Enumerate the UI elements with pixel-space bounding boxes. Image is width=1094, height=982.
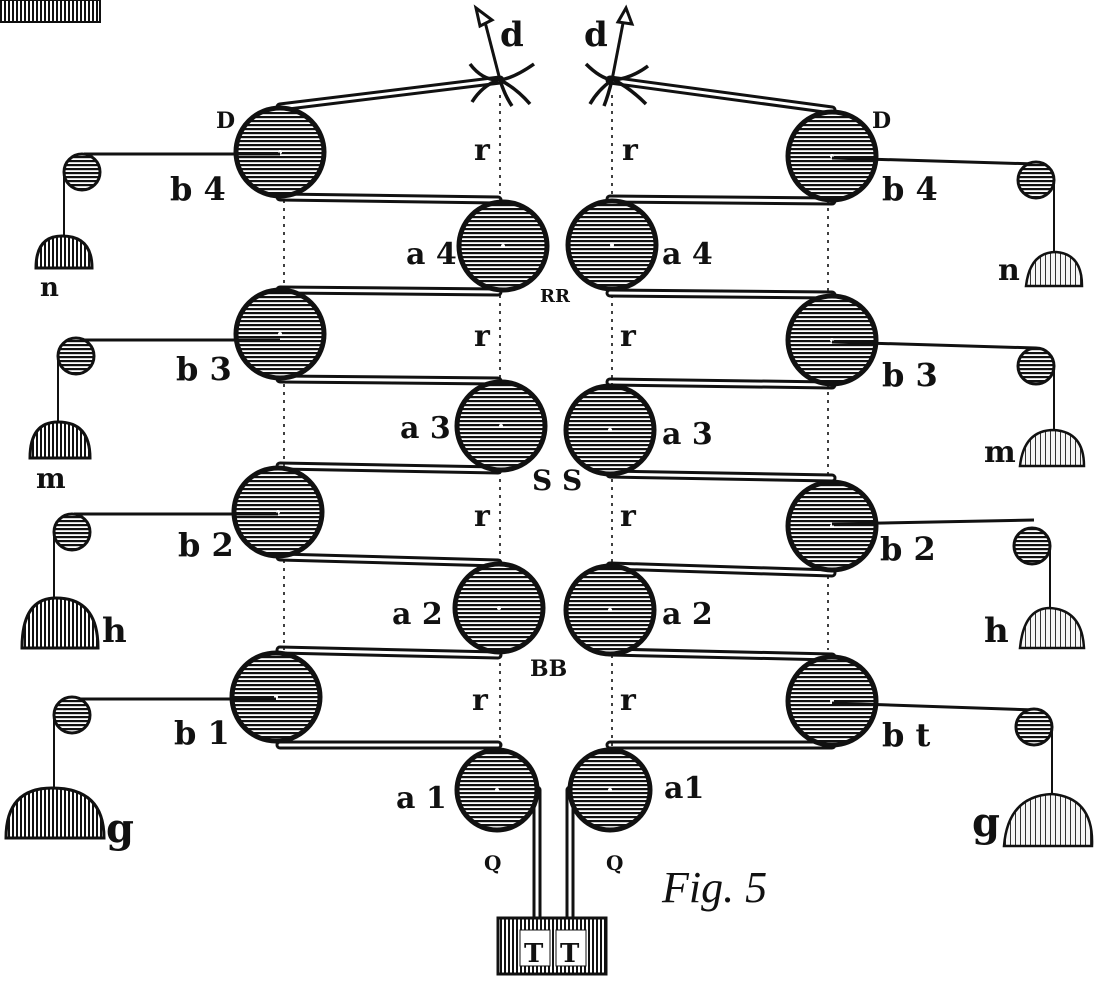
weight-m-left <box>28 420 92 460</box>
label-b2-left: b 2 <box>178 526 234 564</box>
label-r: r <box>474 133 491 168</box>
label-h-left: h <box>102 611 127 651</box>
arrow-d-right <box>610 4 635 81</box>
base-block <box>496 916 608 976</box>
label-g-left: g <box>106 805 134 852</box>
label-n-left: n <box>40 273 59 303</box>
cord-right <box>565 75 837 925</box>
label-n-right: n <box>998 253 1020 288</box>
axle-rods <box>72 152 1037 712</box>
label-m-left: m <box>36 462 66 495</box>
label-a2-right: a 2 <box>662 597 713 632</box>
label-D-right: D <box>872 108 891 134</box>
weight-n-right <box>1024 250 1084 288</box>
label-b1-right: b t <box>882 716 931 754</box>
label-T-left: T <box>524 939 544 969</box>
weight-strings <box>53 172 1055 795</box>
label-d-right: d <box>584 15 608 55</box>
weights-left <box>4 234 106 840</box>
label-r: r <box>474 499 491 534</box>
label-Q-right: Q <box>606 851 623 875</box>
small-pulley-m-right <box>1016 346 1056 386</box>
label-T-right: T <box>560 939 580 969</box>
weight-h-left <box>20 596 100 650</box>
label-b4-right: b 4 <box>882 170 938 208</box>
small-pulley-h-left <box>52 512 92 552</box>
pulleys-b-right <box>785 109 879 748</box>
label-D-left: D <box>216 108 235 134</box>
label-BB: BB <box>530 656 567 682</box>
label-S-right: S <box>562 464 582 497</box>
label-b3-right: b 3 <box>882 356 938 394</box>
small-pulleys <box>52 152 1056 747</box>
label-RR: RR <box>540 286 571 307</box>
weight-g-left <box>4 786 106 840</box>
label-b3-left: b 3 <box>176 350 232 388</box>
weight-m-right <box>1018 428 1086 468</box>
label-r: r <box>472 683 489 718</box>
label-a1-right: a1 <box>664 771 704 806</box>
weight-g-right <box>1002 792 1094 848</box>
dotted-guides <box>283 95 829 790</box>
small-pulley-g-left <box>52 695 92 735</box>
weight-n-left <box>34 234 94 270</box>
small-pulley-h-right <box>1012 526 1052 566</box>
label-r: r <box>622 133 639 168</box>
label-a2-left: a 2 <box>392 597 443 632</box>
label-d-left: d <box>500 15 524 55</box>
label-r: r <box>474 319 491 354</box>
label-r: r <box>620 319 637 354</box>
cord-left <box>275 75 542 925</box>
small-pulley-n-right <box>1016 160 1056 200</box>
label-S-left: S <box>532 464 552 497</box>
label-b4-left: b 4 <box>170 170 226 208</box>
label-a4-left: a 4 <box>406 237 457 272</box>
label-r: r <box>620 499 637 534</box>
label-h-right: h <box>984 611 1009 651</box>
label-a4-right: a 4 <box>662 237 713 272</box>
label-m-right: m <box>984 435 1016 470</box>
pulleys-a-right <box>563 198 659 833</box>
weight-h-right <box>1018 606 1086 650</box>
label-Q-left: Q <box>484 851 501 875</box>
weights-right <box>1002 250 1094 848</box>
small-pulley-n-left <box>62 152 102 192</box>
corner-mark <box>0 0 101 23</box>
label-a3-left: a 3 <box>400 411 451 446</box>
label-a1-left: a 1 <box>396 781 447 816</box>
small-pulley-g-right <box>1014 707 1054 747</box>
figure-caption: Fig. 5 <box>661 863 767 912</box>
label-g-right: g <box>972 799 1000 846</box>
label-r: r <box>620 683 637 718</box>
small-pulley-m-left <box>56 336 96 376</box>
label-a3-right: a 3 <box>662 417 713 452</box>
label-b1-left: b 1 <box>174 714 230 752</box>
arrow-d-left <box>473 4 502 81</box>
label-b2-right: b 2 <box>880 530 936 568</box>
